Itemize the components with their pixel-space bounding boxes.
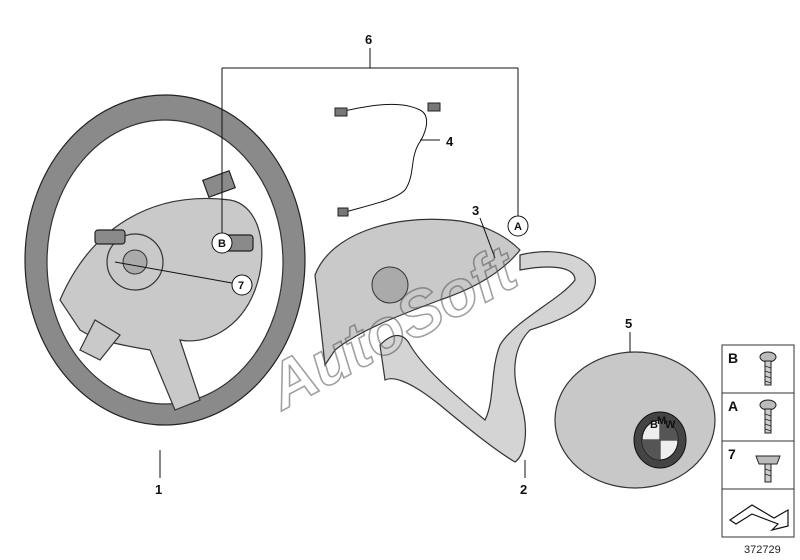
leader-lines — [114, 48, 631, 478]
callout-3: 3 — [472, 203, 479, 218]
bmw-emblem-blue-quarters — [642, 420, 678, 460]
screw-b-icon — [759, 351, 777, 386]
legend-label-7: 7 — [728, 446, 736, 462]
airbag-cover — [554, 351, 716, 489]
trim-cover — [379, 251, 596, 463]
marker-7: 7 — [238, 280, 244, 292]
callout-5: 5 — [625, 316, 632, 331]
emblem-letter-m: M — [657, 415, 666, 427]
marker-a: A — [514, 221, 522, 233]
marker-a-circle — [507, 215, 529, 237]
legend-label-a: A — [728, 398, 738, 414]
airbag-module: B M W — [554, 351, 716, 489]
marker-b: B — [218, 238, 226, 250]
harness-connector-bottom — [337, 207, 349, 217]
wheel-spoke-left — [79, 319, 121, 361]
harness-connector-right — [427, 102, 441, 112]
left-switch-cluster — [94, 229, 126, 245]
hub-bolt — [122, 249, 148, 275]
rear-cover-opening — [371, 266, 409, 304]
rear-cover — [314, 218, 521, 367]
hardware-legend: B A 7 — [721, 344, 795, 538]
harness-connector-left — [334, 107, 348, 117]
callout-1: 1 — [155, 482, 162, 497]
emblem-letter-w: W — [665, 419, 676, 431]
direction-arrow-icon — [728, 504, 789, 532]
screw-a-icon — [759, 399, 777, 434]
marker-b-circle — [211, 232, 233, 254]
callout-4: 4 — [446, 134, 454, 149]
wiring-harness — [339, 103, 427, 213]
emblem-letter-b: B — [650, 419, 658, 431]
marker-7-circle — [231, 274, 253, 296]
legend-label-b: B — [728, 350, 738, 366]
bolt-7-icon — [755, 455, 781, 483]
callout-2: 2 — [520, 482, 527, 497]
document-number: 372729 — [744, 544, 781, 556]
callout-6: 6 — [365, 32, 372, 47]
